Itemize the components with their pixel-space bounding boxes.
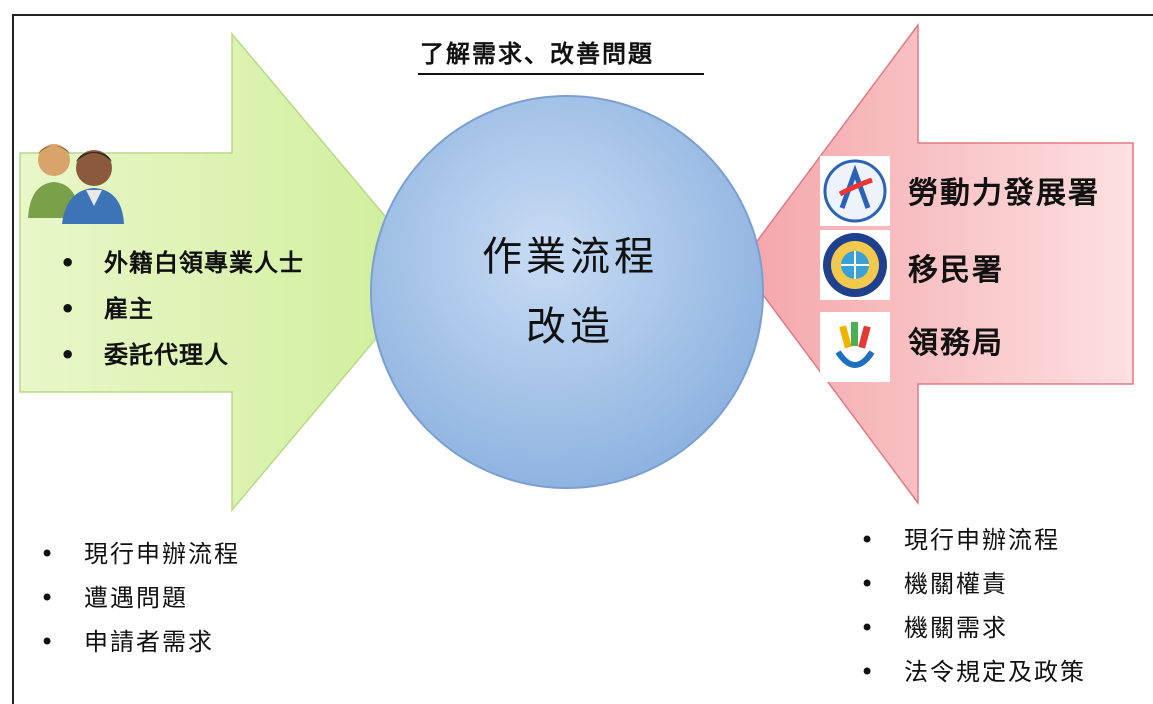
list-item: 機關權責 [860, 562, 1086, 606]
list-item: 外籍白領專業人士 [60, 240, 304, 286]
list-item: 現行申辦流程 [860, 518, 1086, 562]
diagram-title: 了解需求、改善問題 [420, 40, 654, 68]
list-item: 遭遇問題 [40, 576, 240, 620]
agency-consular: 領務局 [908, 326, 1004, 361]
list-item: 現行申辦流程 [40, 532, 240, 576]
agency-notes: 現行申辦流程 機關權責 機關需求 法令規定及政策 [860, 518, 1086, 694]
center-line-2: 改造 [526, 304, 614, 350]
stakeholder-list: 外籍白領專業人士 雇主 委託代理人 [60, 240, 304, 378]
right-arrow [739, 22, 1134, 506]
consular-logo [820, 312, 890, 382]
applicant-notes: 現行申辦流程 遭遇問題 申請者需求 [40, 532, 240, 664]
immigration-logo [820, 230, 890, 300]
agency-immigration: 移民署 [908, 253, 1004, 288]
center-label: 作業流程 改造 [440, 222, 700, 362]
diagram-frame [12, 14, 1153, 704]
center-line-1: 作業流程 [482, 234, 658, 280]
wda-logo [820, 156, 890, 226]
list-item: 機關需求 [860, 606, 1086, 650]
list-item: 雇主 [60, 286, 304, 332]
agency-wda: 勞動力發展署 [908, 176, 1100, 211]
center-circle [370, 95, 764, 489]
list-item: 法令規定及政策 [860, 650, 1086, 694]
list-item: 申請者需求 [40, 620, 240, 664]
list-item: 委託代理人 [60, 332, 304, 378]
people-icon [28, 144, 124, 224]
